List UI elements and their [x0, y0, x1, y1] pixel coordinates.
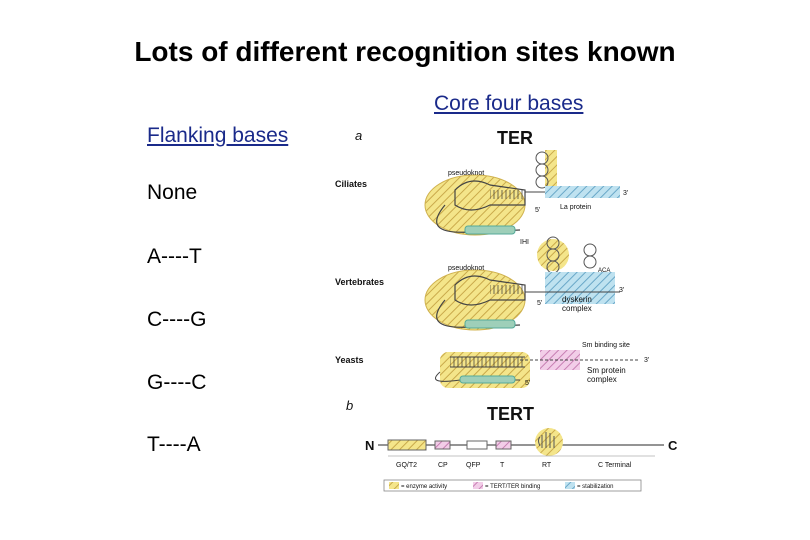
pair-none: None — [147, 181, 198, 204]
n-terminus-label: N — [365, 438, 374, 453]
panel-b-label: b — [346, 398, 353, 413]
legend-tert-ter-binding: = TERT/TER binding — [485, 484, 540, 490]
dyskerin-label: dyskerin — [562, 295, 592, 304]
slide-title: Lots of different recognition sites know… — [134, 36, 676, 67]
domain-gq-t2: GQ/T2 — [396, 462, 417, 469]
la-protein-label: La protein — [560, 204, 591, 211]
pseudoknot-label-1: pseudoknot — [448, 170, 484, 177]
domain-rt: RT — [542, 462, 552, 469]
pair-c-g: C----G — [147, 308, 207, 331]
pair-a-t: A----T — [147, 245, 202, 268]
five-prime-3: 5' — [525, 380, 530, 387]
ciliates-ter-structure: 5' 3' pseudoknot La protein — [424, 150, 628, 236]
domain-cp: CP — [438, 462, 448, 469]
legend-swatch-stabilization — [565, 482, 575, 489]
three-prime-2: 3' — [619, 287, 624, 294]
figure-legend: = enzyme activity = TERT/TER binding = s… — [383, 479, 642, 492]
ciliates-label: Ciliates — [335, 179, 367, 189]
domain-t: T — [500, 462, 505, 469]
sm-complex-label: complex — [587, 375, 617, 384]
tert-heading: TERT — [487, 404, 534, 424]
sm-binding-site-label: Sm binding site — [582, 342, 630, 349]
domain-qfp: QFP — [466, 462, 481, 469]
core-four-bases-link[interactable]: Core four bases — [434, 92, 584, 115]
dyskerin-complex-label: complex — [562, 304, 592, 313]
tert-domain-map: N C GQ/T2 CP QFP T RT C Terminal — [365, 428, 678, 469]
legend-stabilization: = stabilization — [577, 484, 614, 490]
three-prime-1: 3' — [623, 190, 628, 197]
ihi-label: IHI — [520, 239, 529, 246]
vertebrates-label: Vertebrates — [335, 277, 384, 287]
five-prime-1: 5' — [535, 207, 540, 214]
legend-swatch-binding — [473, 482, 483, 489]
aca-label: ACA — [598, 268, 610, 274]
vertebrates-ter-structure: IHI ACA pseudoknot 5' 3' dyskerin comple… — [424, 236, 624, 331]
sm-protein-label: Sm protein — [587, 366, 626, 375]
ter-heading: TER — [497, 128, 533, 148]
c-terminus-label: C — [668, 438, 678, 453]
panel-a-label: a — [355, 128, 362, 143]
domain-c-terminal: C Terminal — [598, 462, 632, 469]
yeasts-ter-structure: Sm binding site 3' 5' Sm protein complex — [435, 342, 649, 388]
legend-enzyme-activity: = enzyme activity — [401, 484, 447, 490]
pair-t-a: T----A — [147, 433, 201, 456]
pair-g-c: G----C — [147, 371, 207, 394]
pseudoknot-label-2: pseudoknot — [448, 265, 484, 272]
legend-swatch-enzyme — [389, 482, 399, 489]
yeasts-label: Yeasts — [335, 355, 364, 365]
five-prime-2: 5' — [537, 300, 542, 307]
three-prime-3: 3' — [644, 357, 649, 364]
flanking-bases-link[interactable]: Flanking bases — [147, 124, 289, 147]
